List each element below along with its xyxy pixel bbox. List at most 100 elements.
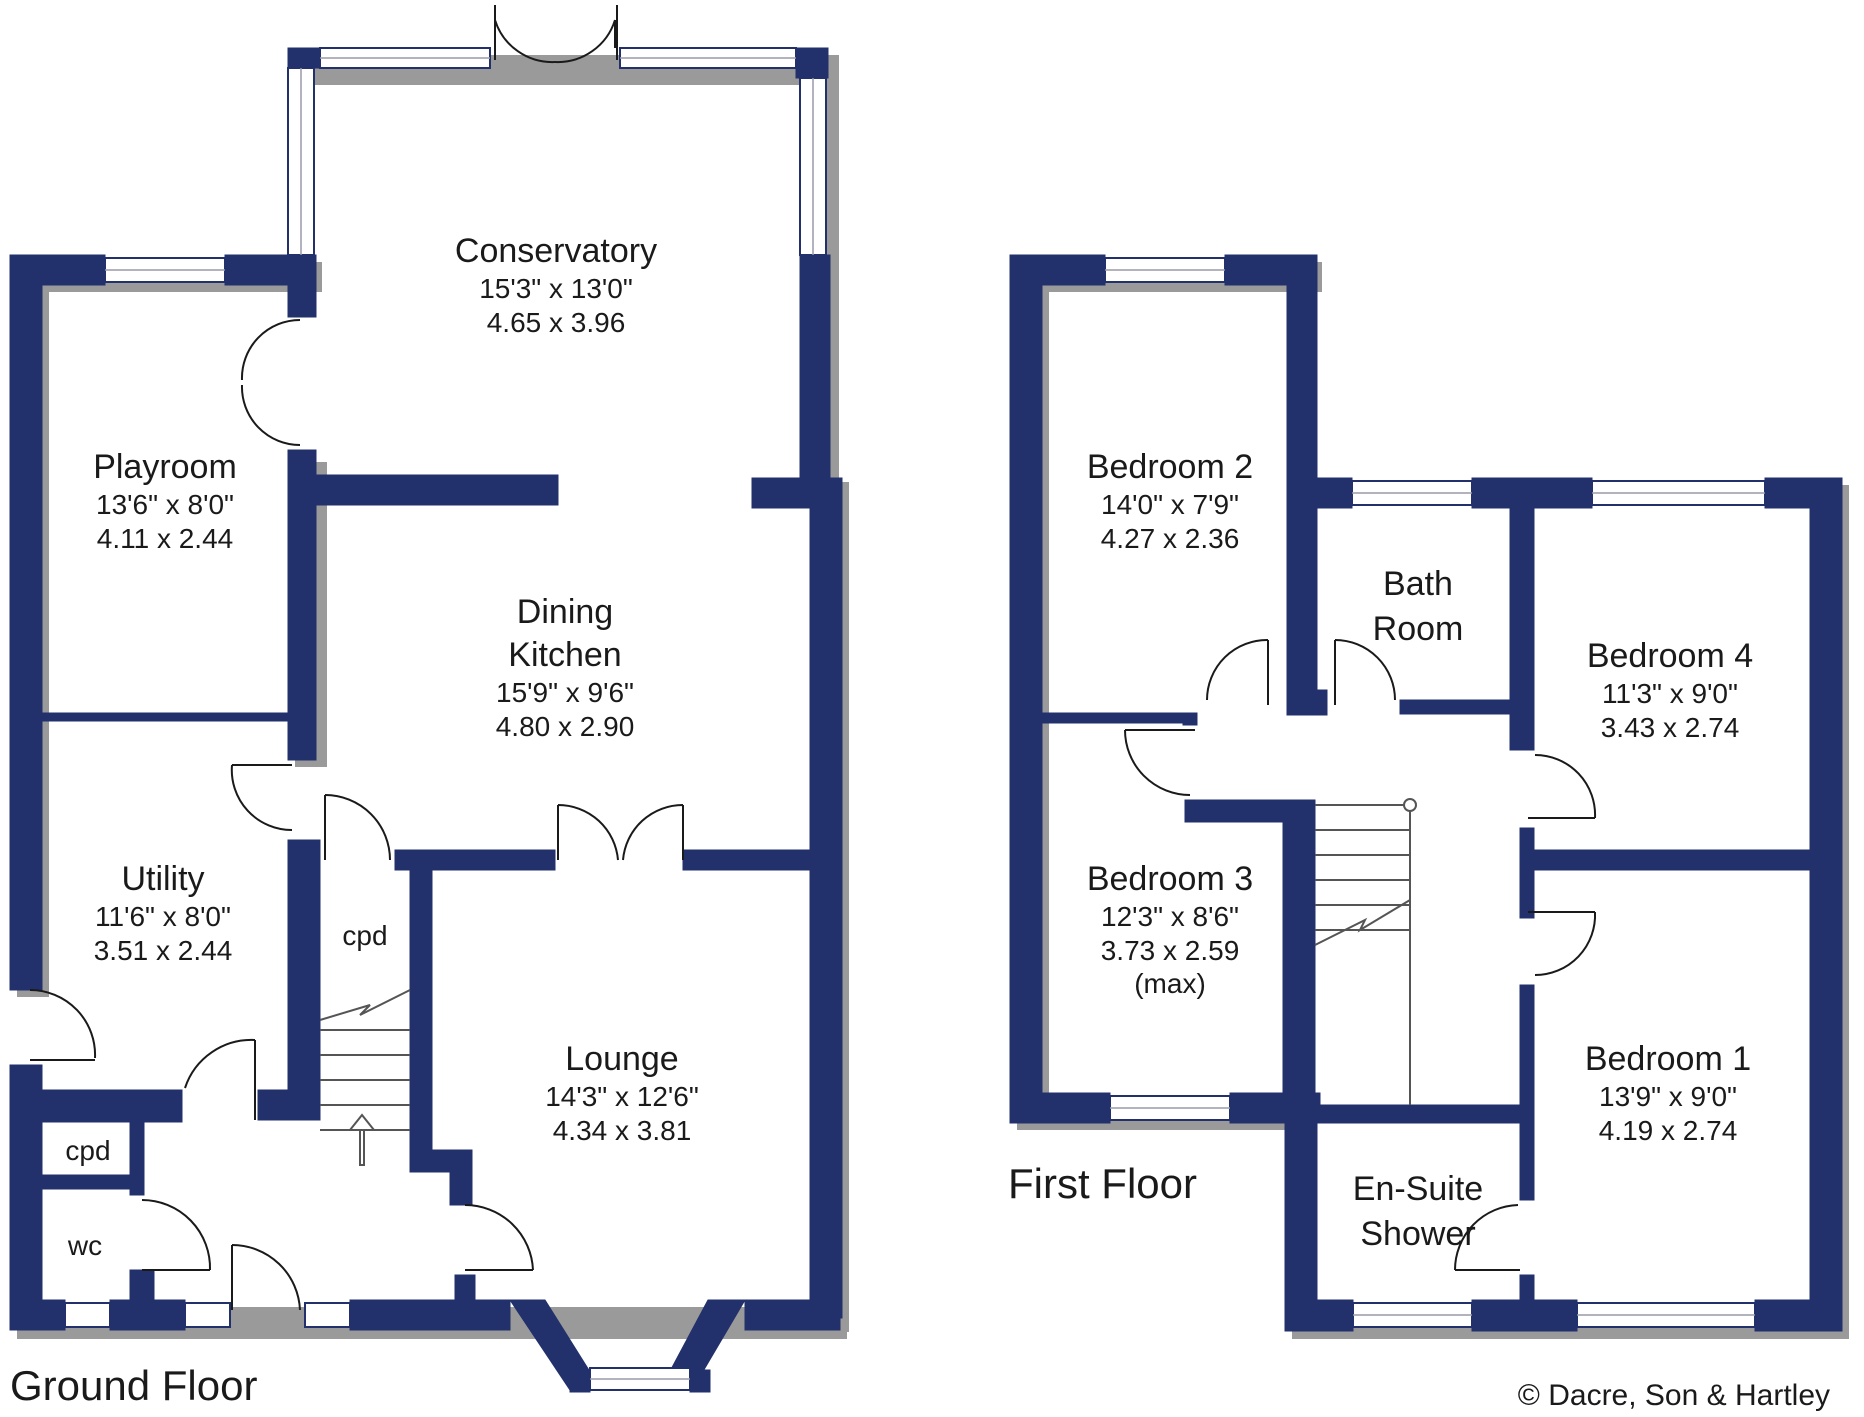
room-dimensions-imperial: 14'3" x 12'6" bbox=[545, 1081, 699, 1112]
wall bbox=[454, 1274, 476, 1306]
wall bbox=[1519, 849, 1811, 871]
wall bbox=[41, 1174, 143, 1190]
room-dimensions-metric: 4.65 x 3.96 bbox=[487, 307, 626, 338]
wall bbox=[9, 1064, 43, 1331]
room-name: wc bbox=[67, 1230, 102, 1261]
door-swing bbox=[1334, 639, 1396, 701]
door-swing bbox=[29, 988, 97, 1059]
room-name: En-Suite bbox=[1353, 1170, 1483, 1208]
door-swing bbox=[1206, 638, 1269, 701]
door-swing bbox=[141, 1199, 212, 1271]
room-dimensions-imperial: 11'3" x 9'0" bbox=[1602, 678, 1738, 709]
room-name: Kitchen bbox=[508, 636, 621, 674]
room-name: Playroom bbox=[93, 448, 237, 486]
ground-floor-walls bbox=[9, 47, 843, 1393]
wall bbox=[257, 1089, 319, 1121]
room-dimensions-metric: 4.34 x 3.81 bbox=[553, 1115, 692, 1146]
wall bbox=[1754, 1299, 1843, 1332]
room-dimensions-imperial: 12'3" x 8'6" bbox=[1101, 901, 1239, 932]
wall bbox=[449, 1149, 473, 1206]
wall bbox=[1282, 799, 1316, 1111]
room-name: Dining bbox=[517, 593, 613, 631]
wall bbox=[1519, 827, 1535, 919]
ground-floor-stairs bbox=[319, 989, 411, 1166]
wall bbox=[1182, 712, 1198, 726]
room-dimensions-metric: 4.80 x 2.90 bbox=[496, 711, 635, 742]
first-floor-labels: Bedroom 2 14'0" x 7'9" 4.27 x 2.36 Bath … bbox=[1008, 448, 1753, 1253]
wall bbox=[9, 254, 106, 286]
room-name: cpd bbox=[342, 920, 387, 951]
door-swing bbox=[464, 1203, 534, 1271]
door-swing bbox=[557, 803, 619, 861]
copyright-notice: © Dacre, Son & Hartley bbox=[1518, 1379, 1830, 1412]
wall bbox=[1316, 1104, 1523, 1124]
wall bbox=[287, 254, 317, 318]
floor-title: Ground Floor bbox=[10, 1362, 257, 1409]
door-swing bbox=[230, 764, 293, 832]
window bbox=[64, 1302, 111, 1328]
door-swing bbox=[240, 319, 301, 381]
room-name: Conservatory bbox=[455, 232, 657, 270]
room-dimensions-metric: 3.51 x 2.44 bbox=[94, 935, 233, 966]
ground-floor-doors bbox=[29, 5, 684, 1311]
room-name: Bedroom 4 bbox=[1587, 637, 1753, 675]
door-swing bbox=[554, 19, 616, 64]
wall bbox=[9, 254, 43, 991]
room-name: Utility bbox=[121, 860, 204, 898]
wall bbox=[744, 1299, 841, 1331]
wall bbox=[799, 254, 831, 486]
room-name: Lounge bbox=[565, 1040, 678, 1078]
room-name: Bedroom 3 bbox=[1087, 860, 1253, 898]
room-dimensions-imperial: 13'6" x 8'0" bbox=[96, 489, 234, 520]
wall bbox=[1286, 689, 1328, 716]
wall bbox=[569, 1369, 591, 1393]
wall bbox=[1286, 477, 1353, 509]
wall bbox=[1519, 504, 1535, 751]
door-swing bbox=[1124, 729, 1191, 796]
ground-floor-windows bbox=[64, 47, 827, 1391]
door-swing bbox=[1454, 1204, 1519, 1271]
wall bbox=[795, 47, 829, 79]
door-swing bbox=[1534, 753, 1597, 819]
wall bbox=[41, 712, 303, 722]
first-floor-stairs bbox=[1314, 798, 1417, 1105]
wall bbox=[751, 477, 841, 509]
wall bbox=[1399, 699, 1516, 715]
room-name: Room bbox=[1373, 610, 1464, 648]
wall bbox=[287, 839, 321, 1121]
door-swing bbox=[240, 384, 301, 446]
wall bbox=[9, 1299, 66, 1331]
wall bbox=[1809, 477, 1843, 1332]
room-dimensions-metric: 3.43 x 2.74 bbox=[1601, 712, 1740, 743]
room-dimensions-metric: 3.73 x 2.59 bbox=[1101, 935, 1240, 966]
room-dimensions-metric: 4.11 x 2.44 bbox=[97, 523, 233, 554]
room-dimensions-metric: 4.27 x 2.36 bbox=[1101, 523, 1240, 554]
room-dimensions-metric: 4.19 x 2.74 bbox=[1599, 1115, 1738, 1146]
room-dimensions-imperial: 11'6" x 8'0" bbox=[95, 901, 231, 932]
wall bbox=[1471, 477, 1593, 509]
wall bbox=[349, 1299, 511, 1331]
room-dimensions-imperial: 15'3" x 13'0" bbox=[479, 273, 633, 304]
wall bbox=[1184, 799, 1314, 823]
ground-floor-labels: Conservatory 15'3" x 13'0" 4.65 x 3.96 P… bbox=[10, 232, 699, 1409]
door-swing bbox=[324, 794, 391, 861]
first-floor-doors bbox=[1124, 638, 1597, 1271]
wall bbox=[1284, 1092, 1318, 1332]
wall bbox=[1009, 254, 1043, 1124]
room-name: Bedroom 2 bbox=[1087, 448, 1253, 486]
wall bbox=[1009, 254, 1106, 286]
wall bbox=[287, 474, 559, 506]
window bbox=[184, 1302, 231, 1328]
window bbox=[304, 1302, 351, 1328]
wall bbox=[1041, 712, 1198, 724]
wall bbox=[809, 477, 843, 1319]
wall bbox=[1009, 1092, 1111, 1124]
wall bbox=[1519, 1274, 1535, 1311]
wall bbox=[394, 849, 556, 871]
room-dimensions-imperial: 14'0" x 7'9" bbox=[1101, 489, 1239, 520]
room-name: Bath bbox=[1383, 565, 1453, 603]
wall bbox=[1519, 984, 1535, 1201]
wall bbox=[129, 1269, 155, 1306]
door-swing bbox=[231, 1243, 301, 1311]
